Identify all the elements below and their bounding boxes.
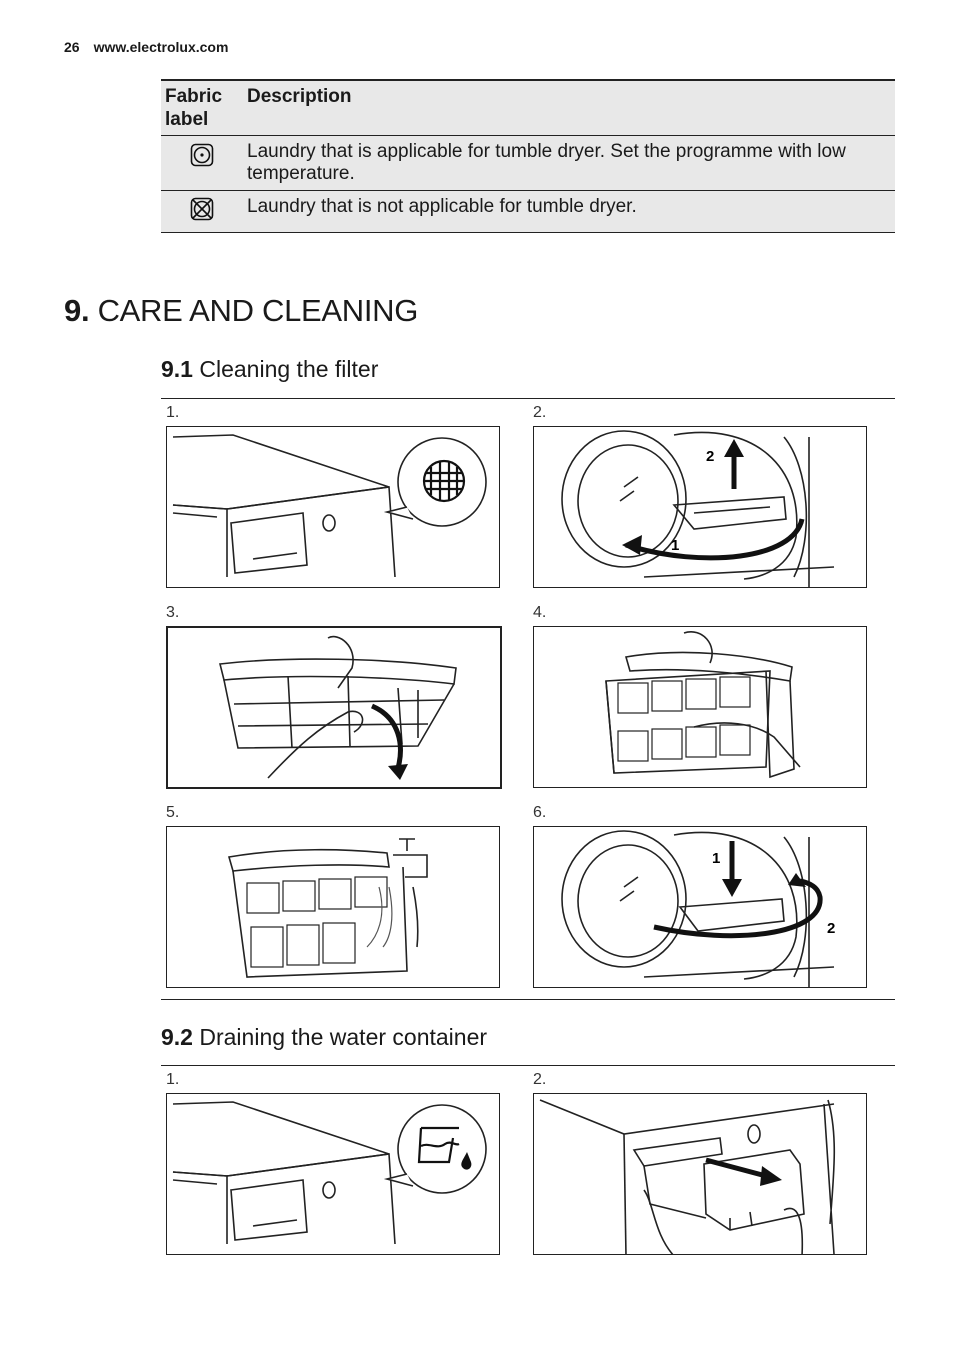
divider xyxy=(161,999,895,1000)
callout-number: 1 xyxy=(671,537,679,554)
filter-step-5-illustration xyxy=(166,826,500,988)
subsection-title-text: Cleaning the filter xyxy=(199,356,379,382)
divider xyxy=(161,1065,895,1066)
table-row: Laundry that is not applicable for tumbl… xyxy=(161,190,895,233)
fabric-label-table: Fabric label Description Laundry that is… xyxy=(161,79,895,233)
subsection-title-text: Draining the water container xyxy=(199,1024,488,1050)
step-label: 1. xyxy=(166,1071,180,1088)
callout-number: 2 xyxy=(827,920,835,937)
filter-step-2-illustration: 2 1 xyxy=(533,426,867,588)
section-number: 9. xyxy=(64,293,90,328)
subsection-title-filter: 9.1 Cleaning the filter xyxy=(161,356,378,383)
subsection-title-water: 9.2 Draining the water container xyxy=(161,1024,487,1051)
section-title-text: CARE AND CLEANING xyxy=(97,293,419,328)
divider xyxy=(161,398,895,399)
water-step-2-illustration xyxy=(533,1093,867,1255)
column-header-description: Description xyxy=(243,79,895,136)
subsection-number: 9.1 xyxy=(161,356,193,382)
water-step-1-illustration xyxy=(166,1093,500,1255)
step-label: 1. xyxy=(166,404,180,421)
column-header-fabric-label: Fabric label xyxy=(161,79,243,136)
step-label: 6. xyxy=(533,804,547,821)
do-not-tumble-dry-icon xyxy=(190,197,214,221)
tumble-dry-low-icon xyxy=(190,143,214,167)
fabric-description: Laundry that is not applicable for tumbl… xyxy=(243,190,895,233)
step-label: 2. xyxy=(533,1071,547,1088)
page-number: 26 xyxy=(64,39,80,55)
table-header-row: Fabric label Description xyxy=(161,79,895,136)
fabric-description: Laundry that is applicable for tumble dr… xyxy=(243,135,895,191)
filter-step-4-illustration xyxy=(533,626,867,788)
filter-step-1-illustration xyxy=(166,426,500,588)
subsection-number: 9.2 xyxy=(161,1024,193,1050)
callout-number: 2 xyxy=(706,448,714,465)
callout-number: 1 xyxy=(712,850,720,867)
fabric-symbol-cell xyxy=(161,190,243,233)
step-label: 4. xyxy=(533,604,547,621)
fabric-symbol-cell xyxy=(161,135,243,191)
page-header: 26 www.electrolux.com xyxy=(64,39,228,55)
filter-step-6-illustration: 1 2 xyxy=(533,826,867,988)
filter-step-3-illustration xyxy=(166,626,502,789)
step-label: 2. xyxy=(533,404,547,421)
step-label: 3. xyxy=(166,604,180,621)
step-label: 5. xyxy=(166,804,180,821)
website-link[interactable]: www.electrolux.com xyxy=(93,39,229,55)
section-title: 9. CARE AND CLEANING xyxy=(64,293,418,329)
table-row: Laundry that is applicable for tumble dr… xyxy=(161,135,895,191)
